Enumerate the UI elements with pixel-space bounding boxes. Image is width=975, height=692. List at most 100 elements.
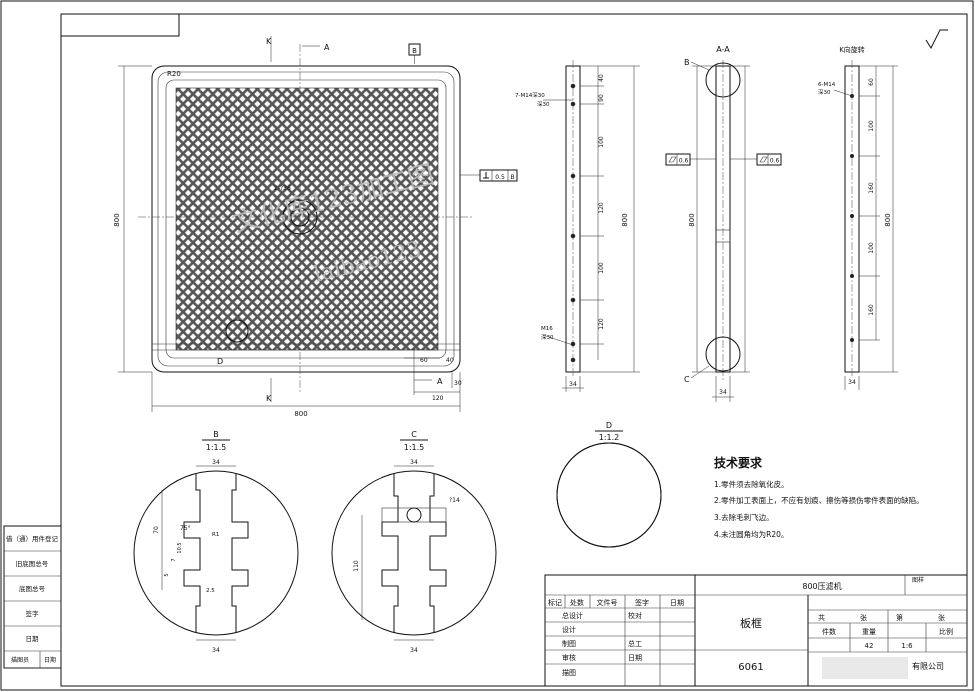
tech-requirements: 技术要求 1.零件须去除氧化皮。 2.零件加工表面上，不应有划痕、擦伤等损伤零件…	[714, 455, 924, 539]
tech-item-3: 3.去除毛刺飞边。	[714, 512, 774, 522]
k-note: 6-M14	[818, 82, 836, 88]
detail-b-side-1: 70	[153, 526, 160, 534]
tb-header-2: 处数	[570, 598, 584, 607]
tb-col-ratio: 比例	[939, 627, 953, 636]
side-row-2: 旧底图总号	[16, 559, 49, 568]
side-dim-5: 100	[598, 262, 605, 274]
k-dim-total: 800	[884, 213, 892, 226]
side-row-5: 日期	[26, 635, 40, 643]
k-dim-34: 34	[848, 379, 856, 386]
side-row-last: 日期	[44, 656, 56, 664]
k-dim-1: 60	[868, 78, 875, 86]
side-row-1: 借（通）用件登记	[6, 534, 59, 543]
datum-b-ref: B	[412, 47, 417, 55]
k-dim-4: 100	[868, 242, 875, 254]
detail-b-title: B	[213, 430, 219, 439]
tb-header-1: 标记	[548, 598, 562, 607]
detail-d-title: D	[606, 421, 612, 430]
tb-header-5: 日期	[670, 599, 684, 607]
tb-check-2: 总工	[628, 639, 642, 648]
side-row-4: 签字	[26, 609, 40, 618]
detail-b-r: R1	[212, 532, 219, 538]
detail-b-angle: 75°	[180, 525, 191, 532]
detail-b-dim-top: 34	[212, 459, 220, 466]
title-block: 800压滤机 图样 标记 处数 文件号 签字 日期 总设计 设计 制图 审核 描…	[544, 574, 968, 687]
detail-c-dim-top: 34	[410, 459, 418, 466]
detail-d: D 1:1.2	[556, 421, 662, 548]
side-bottom-note2: 深30	[541, 333, 554, 341]
side-dim-34: 34	[569, 381, 577, 388]
aa-dim-34: 34	[719, 389, 727, 396]
section-aa-ref-c: C	[684, 375, 690, 384]
tb-stage: 图样	[912, 576, 924, 584]
side-panel: 借（通）用件登记 旧底图总号 底图总号 签字 日期 描图员 日期	[3, 525, 62, 669]
view-k: K向旋转 60 100 160 100 160 800 34 6-M14 深30	[818, 45, 898, 390]
tb-role-3: 制图	[562, 639, 576, 648]
tb-header-3: 文件号	[597, 598, 618, 607]
roughness-symbol	[925, 29, 948, 50]
detail-c: C 1:1.5 34 34 ?14 110	[331, 430, 497, 654]
detail-c-title: C	[411, 430, 417, 439]
tb-sheet-num: 第	[896, 613, 903, 622]
side-bottom-note: M16	[541, 326, 553, 332]
tb-role-2: 设计	[562, 625, 576, 634]
filter-mesh	[176, 88, 438, 350]
detail-c-scale: 1:1.5	[404, 443, 425, 452]
side-view: 40 90 100 120 100 120 800 34 7-M14深30 深3…	[515, 60, 640, 392]
side-dim-4: 120	[598, 202, 605, 214]
tb-ratio-value: 1:6	[901, 642, 913, 650]
tb-role-1: 总设计	[562, 611, 583, 620]
tb-role-4: 审核	[562, 653, 576, 662]
k-dim-2: 100	[868, 120, 875, 132]
detail-c-hole: ?14	[449, 497, 460, 504]
side-dim-total: 800	[621, 213, 629, 226]
dim-width: 800	[294, 410, 307, 418]
label-a-bottom: A	[437, 377, 443, 386]
label-radius: R20	[167, 70, 181, 78]
tb-weight-value: 42	[865, 642, 874, 650]
k-note2: 深30	[818, 88, 831, 96]
side-row-3: 底图总号	[19, 584, 46, 593]
tb-sheet-unit: 张	[860, 613, 867, 622]
tb-check-3: 日期	[628, 654, 642, 662]
side-top-note: 7-M14深30	[515, 91, 545, 99]
detail-b-side-3: 7	[171, 558, 177, 561]
tb-company: 有限公司	[912, 661, 944, 671]
dim-30: 30	[454, 380, 462, 387]
side-row-6: 描图员	[11, 656, 29, 664]
label-center-hole: 2-?36	[274, 185, 291, 192]
tech-item-1: 1.零件须去除氧化皮。	[714, 479, 789, 489]
detail-d-scale: 1:1.2	[599, 433, 620, 442]
label-a-top: A	[324, 43, 330, 52]
dim-60: 60	[420, 357, 428, 364]
drawing-frame	[60, 13, 968, 687]
detail-d-marker	[225, 319, 249, 343]
tb-project: 800压滤机	[802, 581, 841, 591]
detail-b-dim-bottom: 34	[212, 647, 220, 654]
side-top-note2: 深30	[537, 100, 550, 108]
k-dim-3: 160	[868, 182, 875, 194]
dim-120: 120	[432, 395, 444, 402]
tb-header-4: 签字	[635, 598, 649, 607]
section-aa: A-A B C 0.6 0.6 800 34	[665, 45, 782, 402]
detail-d-mesh	[556, 442, 662, 548]
detail-b-circle-marker	[705, 62, 741, 98]
dim-40: 40	[446, 357, 454, 364]
tb-company-redacted	[822, 657, 908, 679]
tb-sheet-total: 共	[818, 613, 825, 622]
tech-title: 技术要求	[714, 455, 763, 470]
section-aa-ref-b: B	[684, 58, 690, 67]
tb-check-1: 校对	[628, 611, 642, 620]
label-d: D	[217, 357, 223, 366]
tb-sheet-unit2: 张	[938, 613, 945, 622]
detail-b-side-2: 5	[164, 573, 170, 576]
detail-b: B 1:1.5 34 34 75° R1 2.5 70 5 7 10.5	[133, 430, 299, 654]
label-k-bottom: K	[266, 394, 272, 403]
label-k-top: K	[266, 37, 272, 46]
front-view: K A B R20 2-?36 D K A 800 800 60 120 30 …	[113, 36, 518, 418]
detail-b-side-4: 10.5	[177, 542, 183, 553]
view-k-title: K向旋转	[839, 45, 865, 54]
flat-value: 0.5	[495, 174, 505, 181]
aa-flat-left: 0.6	[679, 158, 689, 165]
